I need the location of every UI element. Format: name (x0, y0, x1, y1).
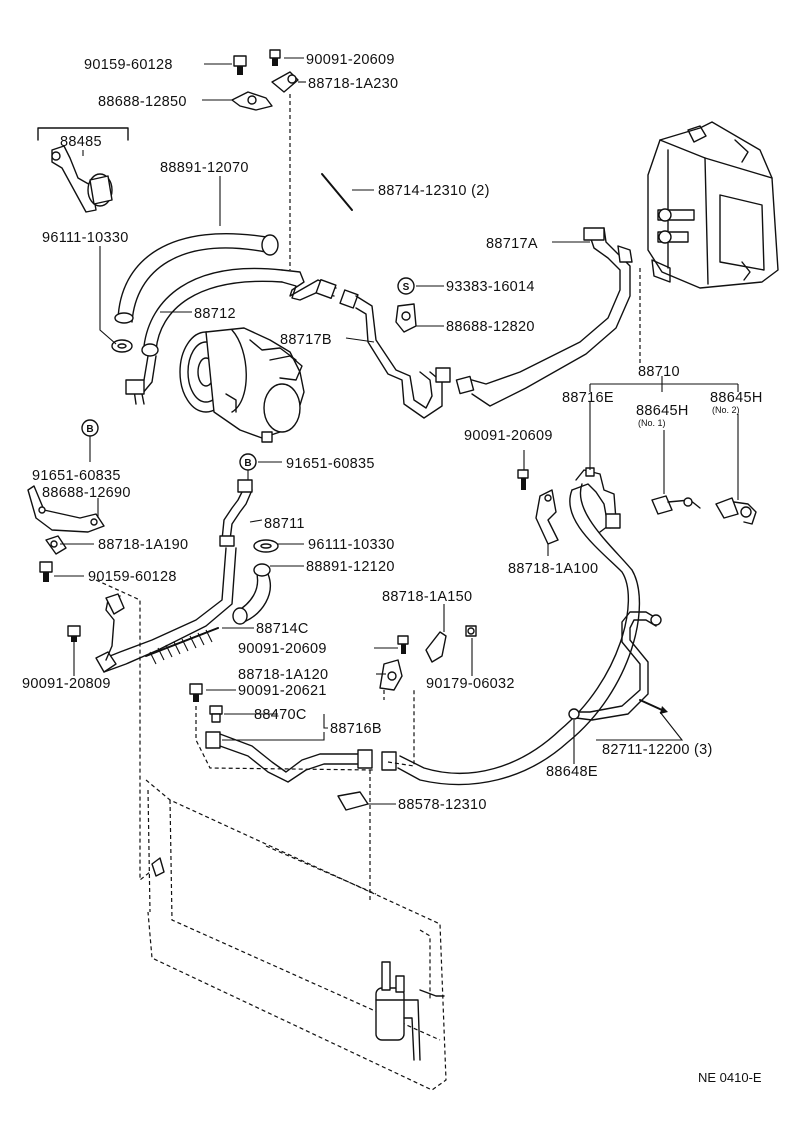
svg-text:S: S (403, 282, 410, 293)
label-90091-20609-top: 90091-20609 (306, 52, 395, 68)
pressure-switch-88645H-no1 (651, 495, 701, 515)
label-88645H-no2-note: (No. 2) (712, 405, 740, 415)
pipe-top-center (281, 269, 337, 301)
label-93383-16014: 93383-16014 (446, 279, 535, 295)
clamp-88718-1A100 (535, 489, 559, 545)
label-88714C: 88714C (256, 621, 309, 637)
label-90159-60128-top: 90159-60128 (84, 57, 173, 73)
label-88578-12310: 88578-12310 (398, 797, 487, 813)
bracket-88688-12690 (27, 485, 105, 533)
label-88688-12850: 88688-12850 (98, 94, 187, 110)
leader-lines (54, 57, 739, 805)
label-88648E: 88648E (546, 764, 598, 780)
circle-b-left-text: B (86, 424, 93, 435)
suction-tube-88711 (219, 479, 253, 547)
circle-b-mid-text: B (244, 458, 251, 469)
label-88718-1A190: 88718-1A190 (98, 537, 188, 553)
liquid-pipe-main (381, 483, 641, 786)
label-90091-20809: 90091-20809 (22, 676, 111, 692)
label-96111-10330-top: 96111-10330 (42, 230, 129, 246)
label-88718-1A120: 88718-1A120 (238, 667, 328, 683)
bolt-90159-60128-mid (39, 561, 53, 582)
label-88645H-no1-note: (No. 1) (638, 418, 666, 428)
label-90091-20621: 90091-20621 (238, 683, 327, 699)
label-88891-12120: 88891-12120 (306, 559, 395, 575)
label-88717B: 88717B (280, 332, 332, 348)
pipe-88648E (568, 611, 662, 721)
condenser (145, 779, 447, 1091)
label-90091-20609-right: 90091-20609 (464, 428, 553, 444)
bracket-88688-12820 (395, 303, 417, 333)
pipe-88717A (455, 227, 633, 407)
label-88711: 88711 (264, 516, 305, 532)
label-88712: 88712 (194, 306, 236, 322)
hose-88714C (95, 547, 237, 673)
label-88718-1A100: 88718-1A100 (508, 561, 598, 577)
clamp-88718-1A230 (271, 71, 299, 93)
label-88891-12070: 88891-12070 (160, 160, 249, 176)
label-88714-12310: 88714-12310 (2) (378, 183, 490, 199)
label-88717A: 88717A (486, 236, 538, 252)
clamp-88718-1A190 (45, 535, 67, 555)
label-90091-20609-mid: 90091-20609 (238, 641, 327, 657)
pad-88578-12310 (337, 791, 369, 811)
cap-88470C (209, 705, 223, 723)
label-88645H-no1: 88645H (636, 403, 689, 419)
clip-93383-16014: S (397, 277, 415, 295)
label-88718-1A150: 88718-1A150 (382, 589, 472, 605)
label-88470C: 88470C (254, 707, 307, 723)
pipe-88716B (205, 731, 373, 783)
bolt-90159-60128-top (233, 55, 247, 75)
label-91651-60835-mid: 91651-60835 (286, 456, 375, 472)
label-88710: 88710 (638, 364, 680, 380)
bolt-90091-20609-top (269, 49, 281, 66)
part-labels: 90159-60128 90091-20609 88718-1A230 8868… (22, 52, 763, 1085)
bolt-90091-20809 (67, 625, 81, 642)
relay-88485 (37, 127, 129, 213)
pressure-switch-88645H-no2 (715, 497, 757, 525)
diagram-reference-code: NE 0410-E (698, 1070, 762, 1085)
label-88716E: 88716E (562, 390, 614, 406)
pin-82711-12200 (639, 699, 668, 714)
clamp-88718-1A120 (379, 659, 403, 691)
bolt-90091-20609-mid (397, 635, 409, 654)
label-90159-60128-mid: 90159-60128 (88, 569, 177, 585)
pipe-88716E (571, 467, 621, 533)
clamp-88718-1A150 (425, 631, 447, 663)
label-88485: 88485 (60, 134, 102, 150)
bracket-88688-12850 (231, 91, 273, 111)
guide-lines (95, 94, 641, 900)
compressor (179, 327, 305, 443)
evaporator-unit (647, 121, 779, 289)
hose-88891-12070 (114, 233, 279, 324)
label-91651-60835-left: 91651-60835 (32, 468, 121, 484)
label-90179-06032: 90179-06032 (426, 676, 515, 692)
label-88688-12690: 88688-12690 (42, 485, 131, 501)
circle-b-left: B (81, 419, 99, 437)
hose-protector-88714-12310 (321, 173, 353, 211)
label-88716B: 88716B (330, 721, 382, 737)
circle-b-mid: B (239, 453, 257, 471)
label-88688-12820: 88688-12820 (446, 319, 535, 335)
label-88645H-no2: 88645H (710, 390, 763, 406)
label-88718-1A230: 88718-1A230 (308, 76, 398, 92)
nut-90179-06032 (465, 625, 477, 637)
pipe-88717B (339, 289, 451, 419)
clamp-96111-10330-top (111, 339, 133, 353)
label-96111-10330-mid: 96111-10330 (308, 537, 395, 553)
bolt-90091-20609-right (517, 469, 529, 490)
clamp-96111-10330-mid (253, 539, 279, 553)
hose-88891-12120 (232, 563, 271, 625)
bolt-90091-20621 (189, 683, 203, 702)
hose-88712 (125, 267, 283, 405)
label-82711-12200: 82711-12200 (3) (602, 742, 713, 758)
